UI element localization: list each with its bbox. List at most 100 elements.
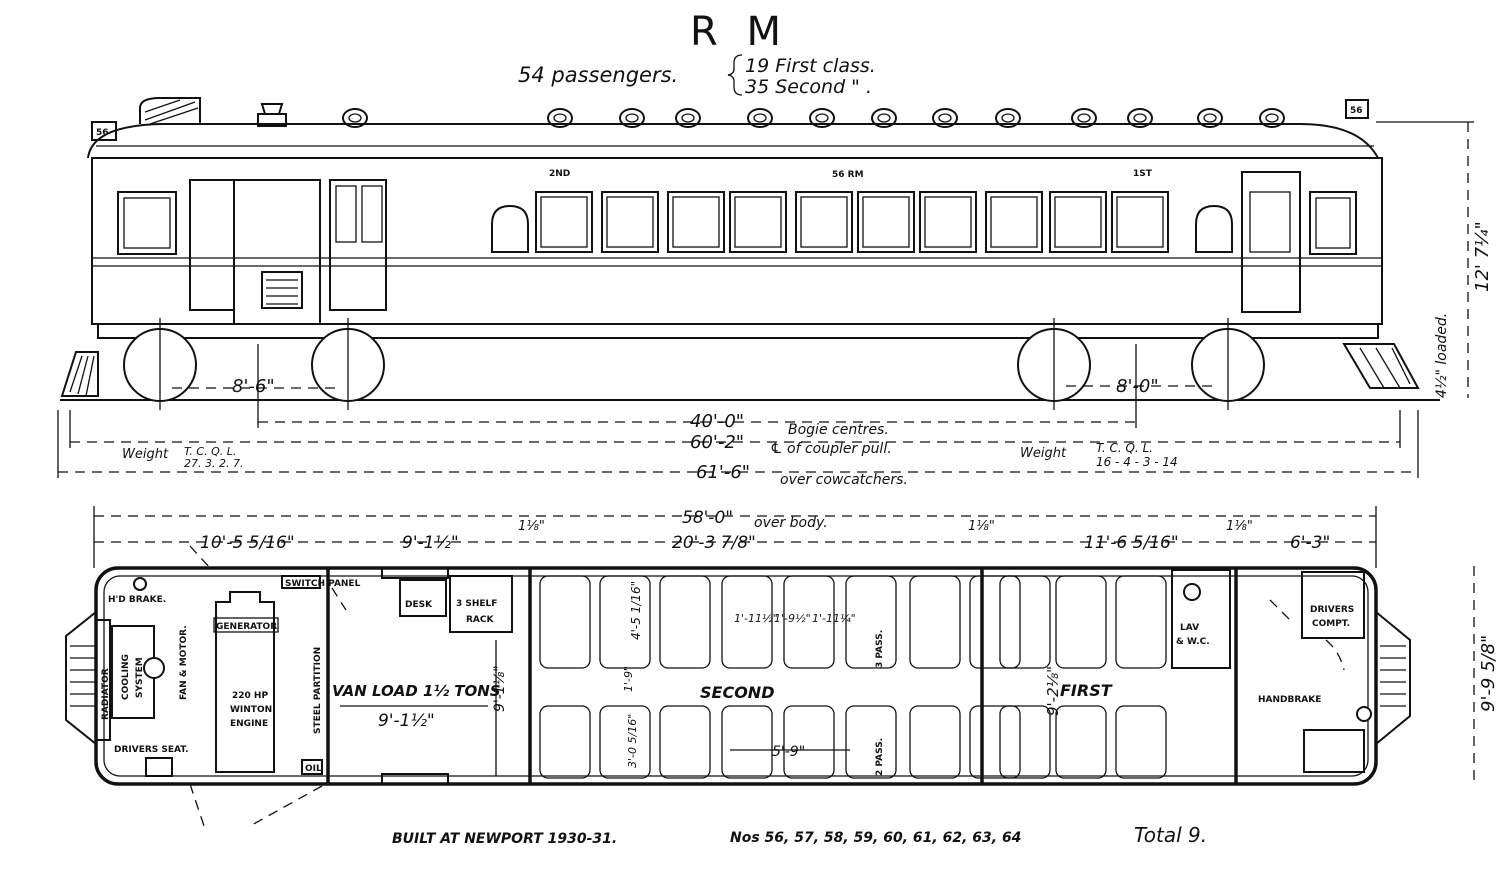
label-two-pass: 2 PASS.	[875, 738, 885, 776]
passenger-window	[857, 191, 915, 253]
desk	[399, 579, 447, 617]
engine-window-inner	[123, 197, 171, 249]
label-system: SYSTEM	[135, 657, 145, 698]
seat	[599, 705, 651, 779]
seat	[909, 575, 961, 669]
passenger-window	[1049, 191, 1107, 253]
label-seat-1: 1'-11½"	[734, 612, 778, 625]
oil-tank	[301, 759, 323, 775]
drivers-seat-front	[145, 757, 173, 777]
van-door-top	[381, 567, 449, 579]
label-seat-3: 1'-11¼"	[812, 612, 856, 625]
passenger-window	[795, 191, 853, 253]
plan-cow-front-bars	[70, 645, 96, 707]
capacity-total: 54 passengers.	[518, 63, 678, 87]
roof-vent	[1071, 108, 1097, 128]
seat	[1115, 705, 1167, 779]
label-lav-1: LAV	[1180, 623, 1199, 633]
label-seat-2: 1'-9½"	[774, 612, 811, 625]
dim-partition-3: 1⅛"	[1226, 519, 1253, 534]
passenger-windows	[535, 191, 1169, 253]
label-1st: 1ST	[1133, 169, 1153, 179]
weight-left-label: Weight	[122, 447, 169, 462]
wash-basin	[1183, 583, 1201, 601]
cab-window	[1309, 191, 1357, 255]
roof-vent	[547, 108, 573, 128]
dim-partition-1: 1⅛"	[518, 519, 545, 534]
door-swing-rear	[1269, 599, 1345, 671]
radiator-mesh	[144, 99, 199, 125]
dim-engine: 10'-5 5/16"	[200, 533, 295, 553]
label-drivers-seat: DRIVERS SEAT.	[114, 745, 189, 755]
dim-coupler-value: 60'-2"	[690, 432, 744, 453]
handbrake-wheel-front	[133, 577, 147, 591]
weight-right-label: Weight	[1020, 446, 1067, 461]
label-first-width: 9'-2⅛"	[1044, 666, 1062, 716]
number-box-front	[91, 121, 117, 141]
underframe	[97, 323, 1379, 339]
dim-body-value: 58'-0"	[682, 508, 733, 528]
label-steel-partition: STEEL PARTITION	[313, 647, 323, 734]
dim-cowcatchers-label: over cowcatchers.	[780, 472, 908, 488]
dim-partition-2: 1⅛"	[968, 519, 995, 534]
diagram-title: R M	[690, 9, 789, 55]
seat	[599, 575, 651, 669]
shelf-rack	[449, 575, 513, 633]
label-shelf-1: 3 SHELF	[456, 599, 497, 609]
roof-vent	[809, 108, 835, 128]
dim-wheelbase-left-value: 8'-6"	[232, 376, 275, 397]
number-box-rear	[1345, 99, 1369, 119]
passenger-window	[919, 191, 977, 253]
number-front: 56	[96, 128, 109, 138]
dim-cowcatchers-value: 61'-6"	[696, 462, 750, 483]
drivers-seat-rear	[1303, 729, 1365, 773]
label-radiator: RADIATOR	[101, 668, 111, 720]
van-door-win-2	[361, 185, 383, 243]
cowcatcher-front-bars	[69, 355, 95, 397]
seat	[1055, 575, 1107, 669]
cab-door-window	[1249, 191, 1291, 253]
seat	[783, 575, 835, 669]
cowcatcher-rear	[1342, 343, 1420, 389]
weight-left-units: T. C. Q. L.	[184, 445, 236, 458]
lavatory	[1171, 569, 1231, 669]
label-seat-pitch: 4'-5 1/16"	[629, 581, 643, 640]
capacity-brace	[727, 54, 743, 96]
label-plan-width: 9'-9 5/8"	[1478, 635, 1499, 712]
seat	[721, 575, 773, 669]
handbrake-wheel-rear	[1356, 706, 1372, 722]
roof-vent	[342, 108, 368, 128]
label-three-pass: 3 PASS.	[875, 630, 885, 668]
dim-body-label: over body.	[754, 515, 828, 531]
seat	[783, 705, 835, 779]
seat	[659, 705, 711, 779]
label-generator: GENERATOR	[216, 622, 277, 632]
generator-label-box	[213, 617, 279, 633]
label-drivers-2: COMPT.	[1312, 619, 1350, 629]
label-drivers-1: DRIVERS	[1310, 605, 1354, 615]
roof-vent	[932, 108, 958, 128]
dim-wheelbase-right-value: 8'-0"	[1116, 376, 1159, 397]
label-aisle-1: 1'-9"	[622, 666, 635, 692]
seat	[1115, 575, 1167, 669]
weight-right-units: T. C. Q. L.	[1096, 441, 1153, 455]
dim-bogie-centres-label: Bogie centres.	[788, 422, 889, 438]
passenger-window	[1111, 191, 1169, 253]
label-hand-brake: H'D BRAKE.	[108, 595, 166, 605]
bogie-left	[123, 318, 385, 410]
roof-vent	[675, 108, 701, 128]
cab-door	[1241, 171, 1301, 313]
weight-left-values: 27. 3. 2. 7.	[184, 457, 243, 470]
floor-plan: 58'-0" over body. 10'-5 5/16" 9'-1½" 1⅛"…	[65, 506, 1499, 827]
dim-second: 20'-3 7/8"	[672, 533, 756, 553]
label-shelf-2: RACK	[466, 615, 495, 625]
passenger-window	[985, 191, 1043, 253]
label-first: FIRST	[1060, 681, 1113, 700]
footer-numbers: Nos 56, 57, 58, 59, 60, 61, 62, 63, 64	[730, 830, 1021, 846]
label-van-load: VAN LOAD 1½ TONS	[332, 682, 501, 700]
engine-door	[233, 179, 321, 325]
door-swing-front	[189, 783, 323, 827]
roof-vent	[1127, 108, 1153, 128]
label-lav-2: & W.C.	[1176, 637, 1210, 647]
label-engine-1: 220 HP	[232, 691, 268, 701]
